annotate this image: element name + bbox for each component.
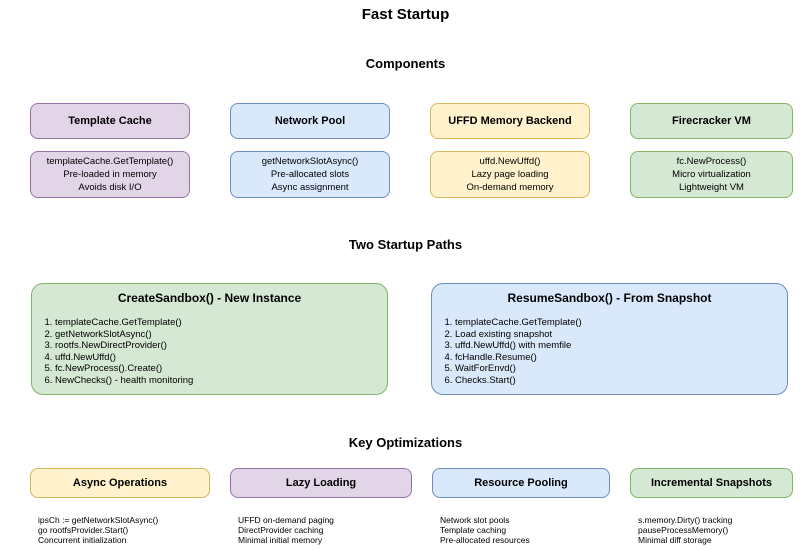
section-heading-components: Components [365,56,446,71]
optimization-header-incremental-snapshots: Incremental Snapshots [630,468,793,498]
detail-line: Network slot pools [440,515,510,525]
path-step: fc.NewProcess().Create() [55,363,387,375]
page-title: Fast Startup [361,6,450,23]
detail-line: fc.NewProcess() [676,156,747,167]
component-header-firecracker-vm: Firecracker VM [630,103,793,139]
optimization-header-lazy-loading: Lazy Loading [230,468,412,498]
path-step: NewChecks() - health monitoring [55,375,387,387]
optimization-detail-lazy-loading: UFFD on-demand paging DirectProvider cac… [238,515,334,545]
path-box-create-sandbox: CreateSandbox() - New Instance templateC… [31,283,388,395]
path-step: fcHandle.Resume() [455,352,787,364]
detail-line: DirectProvider caching [238,525,324,535]
optimization-detail-incremental-snapshots: s.memory.Dirty() tracking pauseProcessMe… [638,515,732,545]
path-title: CreateSandbox() - New Instance [117,291,302,305]
detail-line: Minimal initial memory [238,535,323,545]
detail-line: On-demand memory [466,182,554,193]
path-box-resume-sandbox: ResumeSandbox() - From Snapshot template… [431,283,788,395]
path-step: Load existing snapshot [455,329,787,341]
detail-line: pauseProcessMemory() [638,525,729,535]
optimization-header-async-operations: Async Operations [30,468,210,498]
path-title: ResumeSandbox() - From Snapshot [507,291,712,305]
detail-line: Pre-loaded in memory [63,169,157,180]
detail-line: templateCache.GetTemplate() [46,156,174,167]
optimization-header-resource-pooling: Resource Pooling [432,468,610,498]
optimization-detail-resource-pooling: Network slot pools Template caching Pre-… [440,515,530,545]
detail-line: UFFD on-demand paging [238,515,334,525]
detail-line: Async assignment [271,182,349,193]
component-header-network-pool: Network Pool [230,103,390,139]
detail-line: Lightweight VM [679,182,744,193]
path-step: templateCache.GetTemplate() [55,317,387,329]
component-detail-network-pool: getNetworkSlotAsync() Pre-allocated slot… [230,151,390,198]
detail-line: getNetworkSlotAsync() [261,156,359,167]
detail-line: Lazy page loading [471,169,549,180]
detail-line: uffd.NewUffd() [479,156,541,167]
component-detail-template-cache: templateCache.GetTemplate() Pre-loaded i… [30,151,190,198]
detail-line: s.memory.Dirty() tracking [638,515,733,525]
path-step: rootfs.NewDirectProvider() [55,340,387,352]
detail-line: ipsCh := getNetworkSlotAsync() [38,515,159,525]
section-heading-key-optimizations: Key Optimizations [348,435,463,450]
path-steps-list: templateCache.GetTemplate() Load existin… [432,317,787,386]
path-step: getNetworkSlotAsync() [55,329,387,341]
component-header-template-cache: Template Cache [30,103,190,139]
path-step: templateCache.GetTemplate() [455,317,787,329]
component-detail-uffd-memory-backend: uffd.NewUffd() Lazy page loading On-dema… [430,151,590,198]
detail-line: Minimal diff storage [638,535,712,545]
detail-line: Micro virtualization [672,169,751,180]
path-step: WaitForEnvd() [455,363,787,375]
detail-line: Pre-allocated resources [440,535,530,545]
path-steps-list: templateCache.GetTemplate() getNetworkSl… [32,317,387,386]
path-step: uffd.NewUffd() with memfile [455,340,787,352]
optimization-detail-async-operations: ipsCh := getNetworkSlotAsync() go rootfs… [38,515,158,545]
section-heading-two-startup-paths: Two Startup Paths [348,237,463,252]
detail-line: Pre-allocated slots [270,169,350,180]
detail-line: go rootfsProvider.Start() [38,525,129,535]
component-header-uffd-memory-backend: UFFD Memory Backend [430,103,590,139]
detail-line: Concurrent initialization [38,535,127,545]
detail-line: Avoids disk I/O [78,182,142,193]
path-step: uffd.NewUffd() [55,352,387,364]
detail-line: Template caching [440,525,507,535]
path-step: Checks.Start() [455,375,787,387]
component-detail-firecracker-vm: fc.NewProcess() Micro virtualization Lig… [630,151,793,198]
